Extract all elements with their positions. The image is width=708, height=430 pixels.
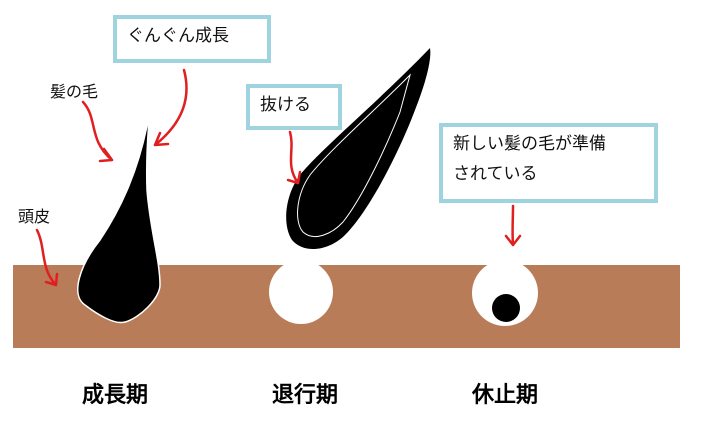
label-hair: 髪の毛 [50, 82, 99, 101]
phase-label-catagen: 退行期 [272, 383, 339, 408]
growing-hair [77, 109, 161, 324]
phase-label-anagen: 成長期 [82, 383, 149, 408]
new-hair-bulb [492, 294, 520, 322]
falling-hair [286, 48, 431, 250]
falling-hair-outline [297, 73, 411, 237]
arrow-growing [153, 68, 188, 147]
callout-falling-out: 抜ける [246, 84, 342, 130]
label-scalp: 頭皮 [18, 207, 51, 226]
catagen-follicle [269, 260, 333, 324]
callout-new-hair-line2: されている [453, 164, 538, 184]
callout-falling-out-text: 抜ける [260, 95, 311, 115]
callout-growing: ぐんぐん成長 [113, 15, 271, 63]
callout-new-hair: 新しい髪の毛が準備 されている [439, 123, 658, 203]
arrow-hair [81, 100, 114, 163]
arrow-scalp [35, 228, 59, 287]
callout-growing-text: ぐんぐん成長 [127, 26, 229, 46]
arrow-new-hair [504, 204, 522, 247]
arrow-falling-out [286, 130, 302, 185]
telogen-follicle [472, 260, 538, 326]
callout-new-hair-line1: 新しい髪の毛が準備 [453, 134, 606, 154]
phase-label-telogen: 休止期 [472, 383, 539, 408]
